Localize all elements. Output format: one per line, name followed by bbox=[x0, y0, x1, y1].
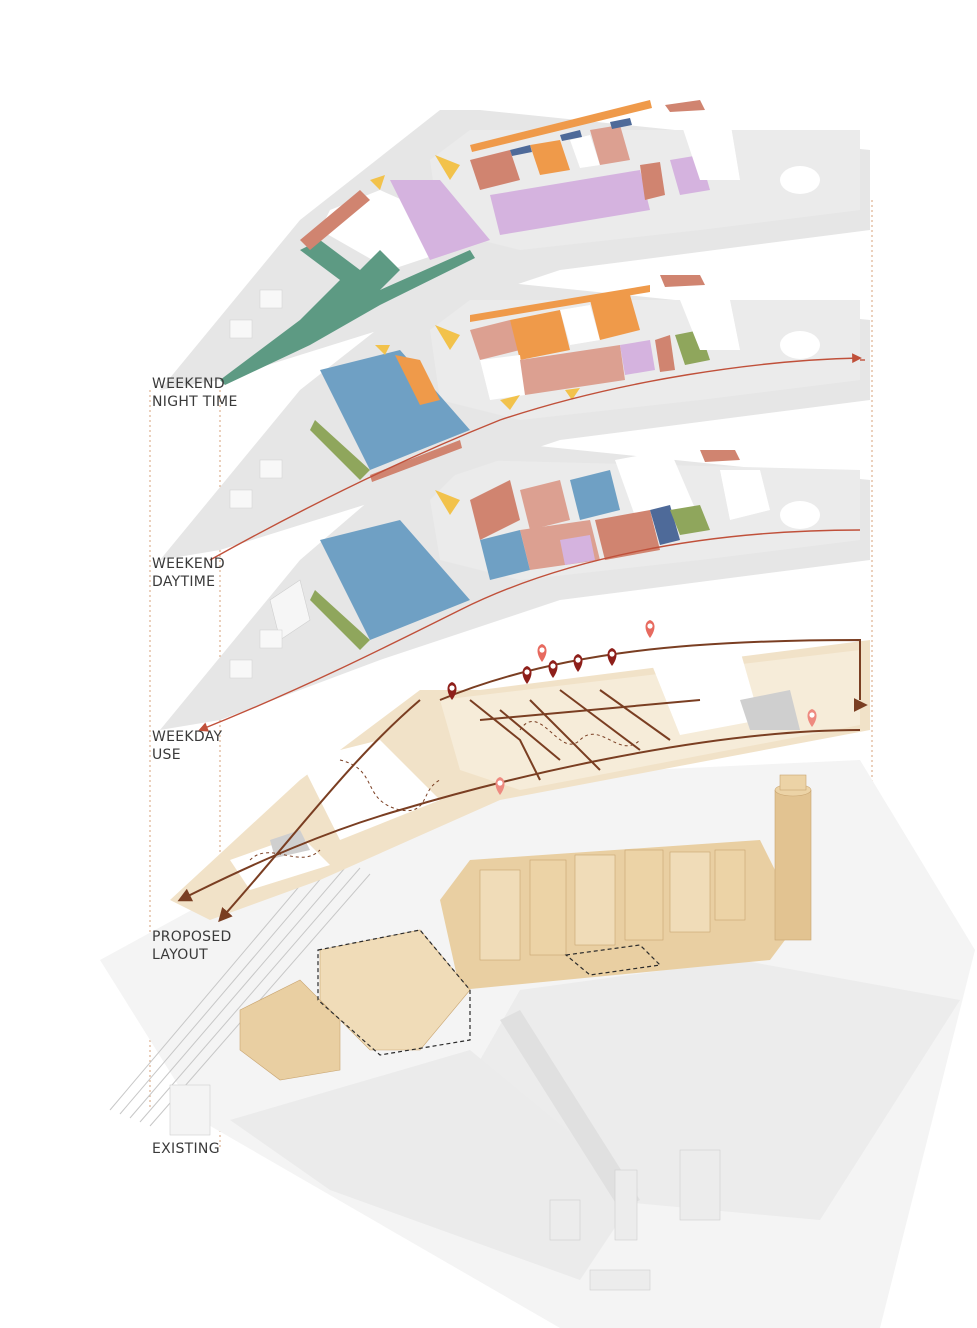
layer-label-weekend-daytime: WEEKEND DAYTIME bbox=[152, 555, 225, 591]
label-line: DAYTIME bbox=[152, 573, 225, 591]
label-line: WEEKEND bbox=[152, 375, 238, 393]
pin-icon bbox=[608, 648, 617, 666]
layer-label-weekend-night: WEEKEND NIGHT TIME bbox=[152, 375, 238, 411]
pin-icon bbox=[549, 660, 558, 678]
layer-label-proposed: PROPOSED LAYOUT bbox=[152, 928, 232, 964]
pin-icon bbox=[574, 654, 583, 672]
pin-icon bbox=[646, 620, 655, 638]
label-line: EXISTING bbox=[152, 1140, 220, 1158]
label-line: WEEKEND bbox=[152, 555, 225, 573]
label-line: PROPOSED bbox=[152, 928, 232, 946]
tall-tower bbox=[775, 775, 811, 940]
label-line: LAYOUT bbox=[152, 946, 232, 964]
label-line: USE bbox=[152, 746, 222, 764]
label-line: NIGHT TIME bbox=[152, 393, 238, 411]
pin-icon bbox=[523, 666, 532, 684]
layer-label-weekday: WEEKDAY USE bbox=[152, 728, 222, 764]
layer-label-existing: EXISTING bbox=[152, 1140, 220, 1158]
label-line: WEEKDAY bbox=[152, 728, 222, 746]
pin-icon bbox=[538, 644, 547, 662]
